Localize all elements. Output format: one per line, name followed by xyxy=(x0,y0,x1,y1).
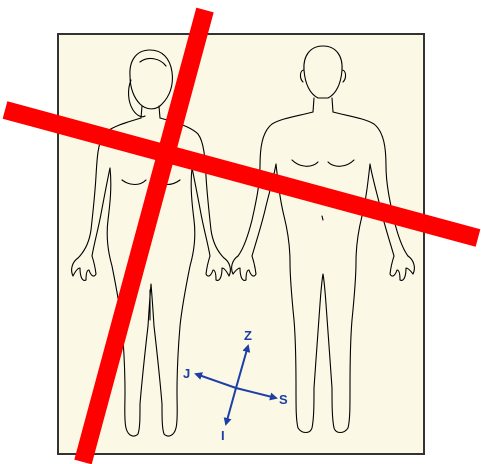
axis-label-left: J xyxy=(183,366,190,381)
axis-label-up: Z xyxy=(244,328,252,343)
axis-label-right: S xyxy=(279,392,288,407)
figure-panel xyxy=(58,34,424,454)
axis-label-down: I xyxy=(221,428,225,443)
